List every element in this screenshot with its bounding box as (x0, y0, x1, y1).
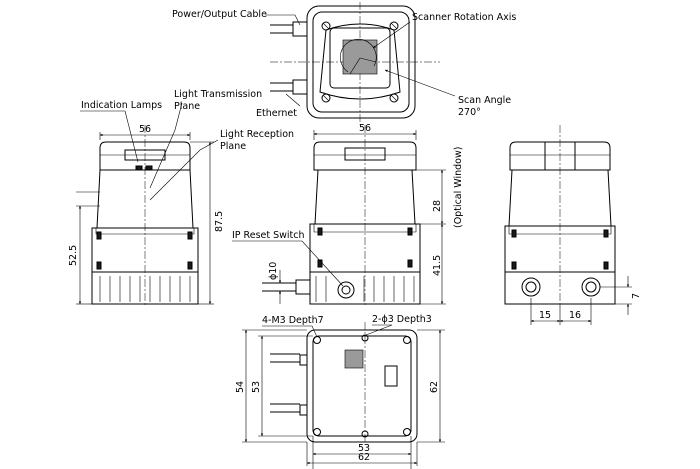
front-view: 56 87.5 52.5 Indication Lamps Light Tran… (68, 89, 294, 305)
ip-reset-switch (337, 281, 355, 299)
side-view: 56 28 (Optical Window) 41.5 ϕ10 IP Reset… (232, 123, 464, 305)
bottom-inner-w-dim: 53 (358, 443, 370, 454)
connector-right (581, 277, 601, 297)
rotation-axis-label: Scanner Rotation Axis (412, 12, 516, 23)
top-view: Power/Output Cable Scanner Rotation Axis… (172, 2, 516, 125)
indication-lamps-label: Indication Lamps (81, 100, 162, 111)
optical-window-label: (Optical Window) (453, 147, 464, 228)
connector-left (521, 277, 541, 297)
m3-depth-label: 4-M3 Depth7 (262, 315, 324, 326)
power-cable-label: Power/Output Cable (172, 9, 267, 20)
bottom-outer-w-dim: 62 (358, 452, 370, 463)
light-reception-label: Light Reception (220, 129, 294, 140)
conn-offset-1-dim: 15 (539, 310, 551, 321)
power-cable (270, 21, 308, 37)
cable-dia-dim: ϕ10 (268, 262, 279, 280)
front-width-dim: 56 (139, 124, 151, 135)
ip-height-dim: 41.5 (432, 255, 443, 276)
bottom-inner-h-dim: 53 (251, 381, 262, 393)
scan-angle-label: Scan Angle (458, 95, 511, 106)
light-transmission-label-2: Plane (174, 101, 200, 112)
phi3-depth-label: 2-ϕ3 Depth3 (372, 314, 432, 325)
ip-reset-label: IP Reset Switch (232, 230, 305, 241)
bottom-right-h-dim: 62 (429, 381, 440, 393)
ethernet-cable (270, 79, 308, 95)
bottom-view: 4-M3 Depth7 2-ϕ3 Depth3 53 62 54 53 62 (235, 314, 445, 469)
window-height-dim: 28 (432, 200, 443, 212)
bottom-outer-h-dim: 54 (235, 381, 246, 393)
side-width-dim: 56 (359, 123, 371, 134)
conn-height-dim: 7 (631, 293, 642, 299)
scan-angle-value: 270° (458, 107, 481, 118)
height-total-dim: 87.5 (214, 211, 225, 232)
conn-offset-2-dim: 16 (569, 310, 581, 321)
light-reception-label-2: Plane (220, 141, 246, 152)
height-lower-dim: 52.5 (68, 245, 79, 266)
ethernet-label: Ethernet (256, 108, 297, 119)
back-view: 15 16 7 (504, 125, 642, 325)
light-transmission-label: Light Transmission (174, 89, 262, 100)
